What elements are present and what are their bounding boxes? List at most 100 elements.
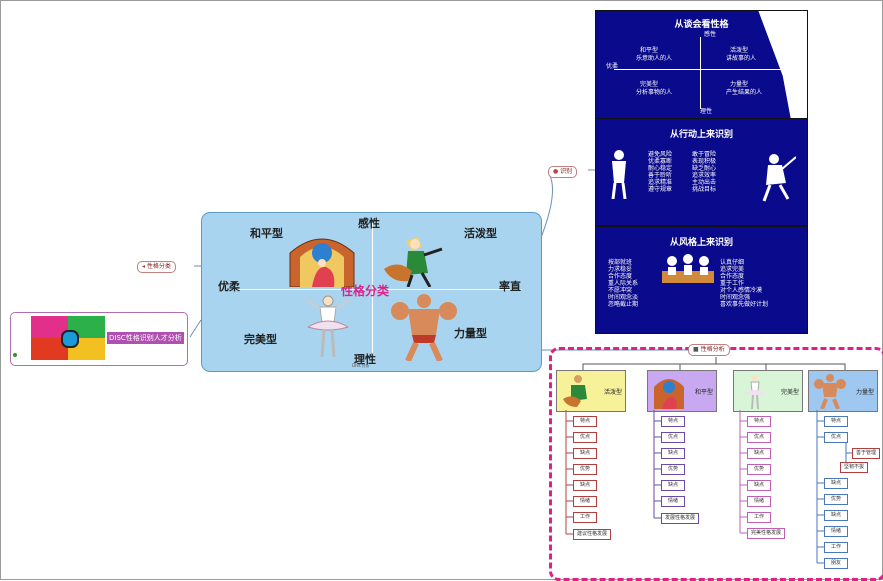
slide2-col2-item: 追求效率 — [692, 172, 717, 179]
col-a-footer[interactable]: 建议性格发展 — [573, 529, 612, 540]
quadrant-tl-label: 和平型 — [250, 227, 283, 240]
col-b-leaf[interactable]: 情绪 — [661, 496, 685, 507]
col-a-leaf[interactable]: 优点 — [573, 432, 597, 443]
slide3-col2-item: 喜欢事先做好计划 — [720, 301, 769, 308]
lively-card-image — [563, 375, 587, 407]
slide3-col2-item: 重于工作 — [720, 280, 745, 287]
card-perfect[interactable]: 完美型 — [733, 370, 803, 412]
slide1-tl-type: 和平型 — [640, 47, 659, 54]
quadrant-br-label: 力量型 — [454, 327, 487, 340]
personality-quadrant[interactable]: 感性 理性 优柔 率直 和平型 活泼型 完美型 力量型 性格分类 DISC分析 — [201, 212, 542, 372]
bullet-icon: ■ — [693, 346, 701, 353]
lively-figure-image — [384, 237, 443, 287]
slide-talk-style[interactable]: 从谈会看性格 感性 理性 优柔 率直 和平型 乐意助人的人 活泼型 讲故事的人 … — [595, 10, 808, 120]
col-c-leaf[interactable]: 工作 — [747, 512, 771, 523]
slide2-col2-item: 主动出击 — [692, 179, 717, 186]
peaceful-card-image — [654, 379, 684, 409]
slide-manner-style[interactable]: 从风格上来识别 按部就班 力求稳妥 合作态度 重人际关系 不愿冲突 时间观念淡 … — [595, 226, 808, 334]
slide3-col2-item: 追求完美 — [720, 266, 745, 273]
col-b-footer[interactable]: 发展性格发展 — [661, 513, 700, 524]
col-d-sub[interactable]: 坚韧不拔 — [840, 462, 869, 473]
col-d-leaf[interactable]: 缺点 — [824, 510, 848, 521]
col-a-leaf[interactable]: 缺点 — [573, 448, 597, 459]
col-b-leaf[interactable]: 特点 — [661, 416, 685, 427]
slide3-group-figure — [662, 254, 714, 283]
col-c-leaf[interactable]: 情绪 — [747, 496, 771, 507]
slide2-right-figure — [762, 154, 796, 202]
node-dot — [13, 353, 17, 357]
slide2-col2-item: 表现积极 — [692, 158, 717, 165]
disc-node[interactable]: DISC性格识别人才分析 — [10, 312, 188, 366]
slide1-tr-type: 活泼型 — [730, 47, 749, 54]
slide2-col1-item: 避免风险 — [648, 151, 673, 158]
slide2-col2-item: 敢于冒险 — [692, 151, 717, 158]
col-d-leaf[interactable]: 优势 — [824, 494, 848, 505]
slide2-col2-item: 缺乏耐心 — [692, 165, 717, 172]
slide3-col1-item: 重人际关系 — [608, 280, 639, 287]
quadrant-bl-label: 完美型 — [244, 333, 277, 346]
slide3-col2-item: 时间观念强 — [720, 294, 751, 301]
slide3-col1-item: 合作态度 — [608, 273, 633, 280]
slide3-col1-item: 不愿冲突 — [608, 287, 633, 294]
quadrant-tr-label: 活泼型 — [464, 227, 497, 240]
axis-top-label: 感性 — [358, 217, 380, 230]
horizontal-axis — [232, 289, 522, 290]
slide3-col1-item: 力求稳妥 — [608, 266, 633, 273]
slide1-left-label: 优柔 — [606, 63, 619, 70]
disc-node-label: DISC性格识别人才分析 — [107, 332, 184, 344]
col-b-leaf[interactable]: 缺点 — [661, 448, 685, 459]
identify-node-label: 识别 — [560, 168, 573, 175]
slide2-left-figure — [611, 150, 627, 199]
col-a-leaf[interactable]: 优势 — [573, 464, 597, 475]
slide2-title: 从行动上来识别 — [669, 130, 733, 140]
col-a-leaf[interactable]: 情绪 — [573, 496, 597, 507]
quadrant-caption: DISC分析 — [352, 363, 370, 368]
col-c-leaf[interactable]: 缺点 — [747, 480, 771, 491]
col-a-leaf[interactable]: 缺点 — [573, 480, 597, 491]
col-d-leaf[interactable]: 朋友 — [824, 558, 848, 569]
col-d-leaf[interactable]: 特点 — [824, 416, 848, 427]
slide1-bl-desc: 分析事物的人 — [636, 89, 673, 96]
col-a-leaf[interactable]: 工作 — [573, 512, 597, 523]
slide2-col1-item: 耐心稳定 — [648, 165, 673, 172]
card-powerful[interactable]: 力量型 — [808, 370, 878, 412]
col-c-leaf[interactable]: 缺点 — [747, 448, 771, 459]
col-d-leaf[interactable]: 工作 — [824, 542, 848, 553]
col-c-footer[interactable]: 完美性格发展 — [747, 528, 786, 539]
identify-node[interactable]: ● 识别 — [548, 166, 578, 178]
slide3-title: 从风格上来识别 — [669, 238, 733, 248]
card-peaceful-label: 和平型 — [694, 389, 713, 396]
category-node-label: 性格分类 — [146, 263, 171, 270]
disc-image — [31, 316, 105, 360]
col-c-leaf[interactable]: 特点 — [747, 416, 771, 427]
col-d-leaf[interactable]: 缺点 — [824, 478, 848, 489]
col-c-leaf[interactable]: 优点 — [747, 432, 771, 443]
vertical-axis — [372, 223, 373, 363]
card-lively[interactable]: 活泼型 — [556, 370, 626, 412]
col-a-leaf[interactable]: 特点 — [573, 416, 597, 427]
category-node[interactable]: ◂ 性格分类 — [137, 261, 176, 273]
peaceful-figure-image — [289, 238, 355, 287]
slide1-bl-type: 完美型 — [640, 81, 659, 88]
slide1-tl-desc: 乐意助人的人 — [636, 55, 673, 62]
slide1-top-label: 感性 — [704, 31, 717, 38]
powerful-figure-image — [391, 294, 457, 361]
slide2-col1-item: 优柔寡断 — [648, 158, 673, 165]
slide3-col2-item: 合作态度 — [720, 273, 745, 280]
col-b-leaf[interactable]: 缺点 — [661, 480, 685, 491]
col-b-leaf[interactable]: 优点 — [661, 432, 685, 443]
axis-bottom-label: 理性 — [354, 353, 376, 366]
slide-action-style[interactable]: 从行动上来识别 避免风险 优柔寡断 耐心稳定 善于聆听 追求精准 遵守规章 敢于… — [595, 118, 808, 226]
analysis-node[interactable]: ■ 性格分析 — [688, 344, 730, 356]
col-b-leaf[interactable]: 优势 — [661, 464, 685, 475]
col-d-sub[interactable]: 善于管理 — [852, 448, 881, 459]
col-d-leaf[interactable]: 优点 — [824, 432, 848, 443]
axis-left-label: 优柔 — [218, 280, 240, 293]
slide3-col1: 按部就班 力求稳妥 合作态度 重人际关系 不愿冲突 时间观念淡 忽略截止期 — [608, 259, 638, 308]
card-peaceful[interactable]: 和平型 — [647, 370, 717, 412]
col-c-leaf[interactable]: 优势 — [747, 464, 771, 475]
slide1-bottom-label: 理性 — [700, 108, 713, 115]
slide1-horizontal-axis — [614, 69, 794, 70]
col-d-leaf[interactable]: 情绪 — [824, 526, 848, 537]
